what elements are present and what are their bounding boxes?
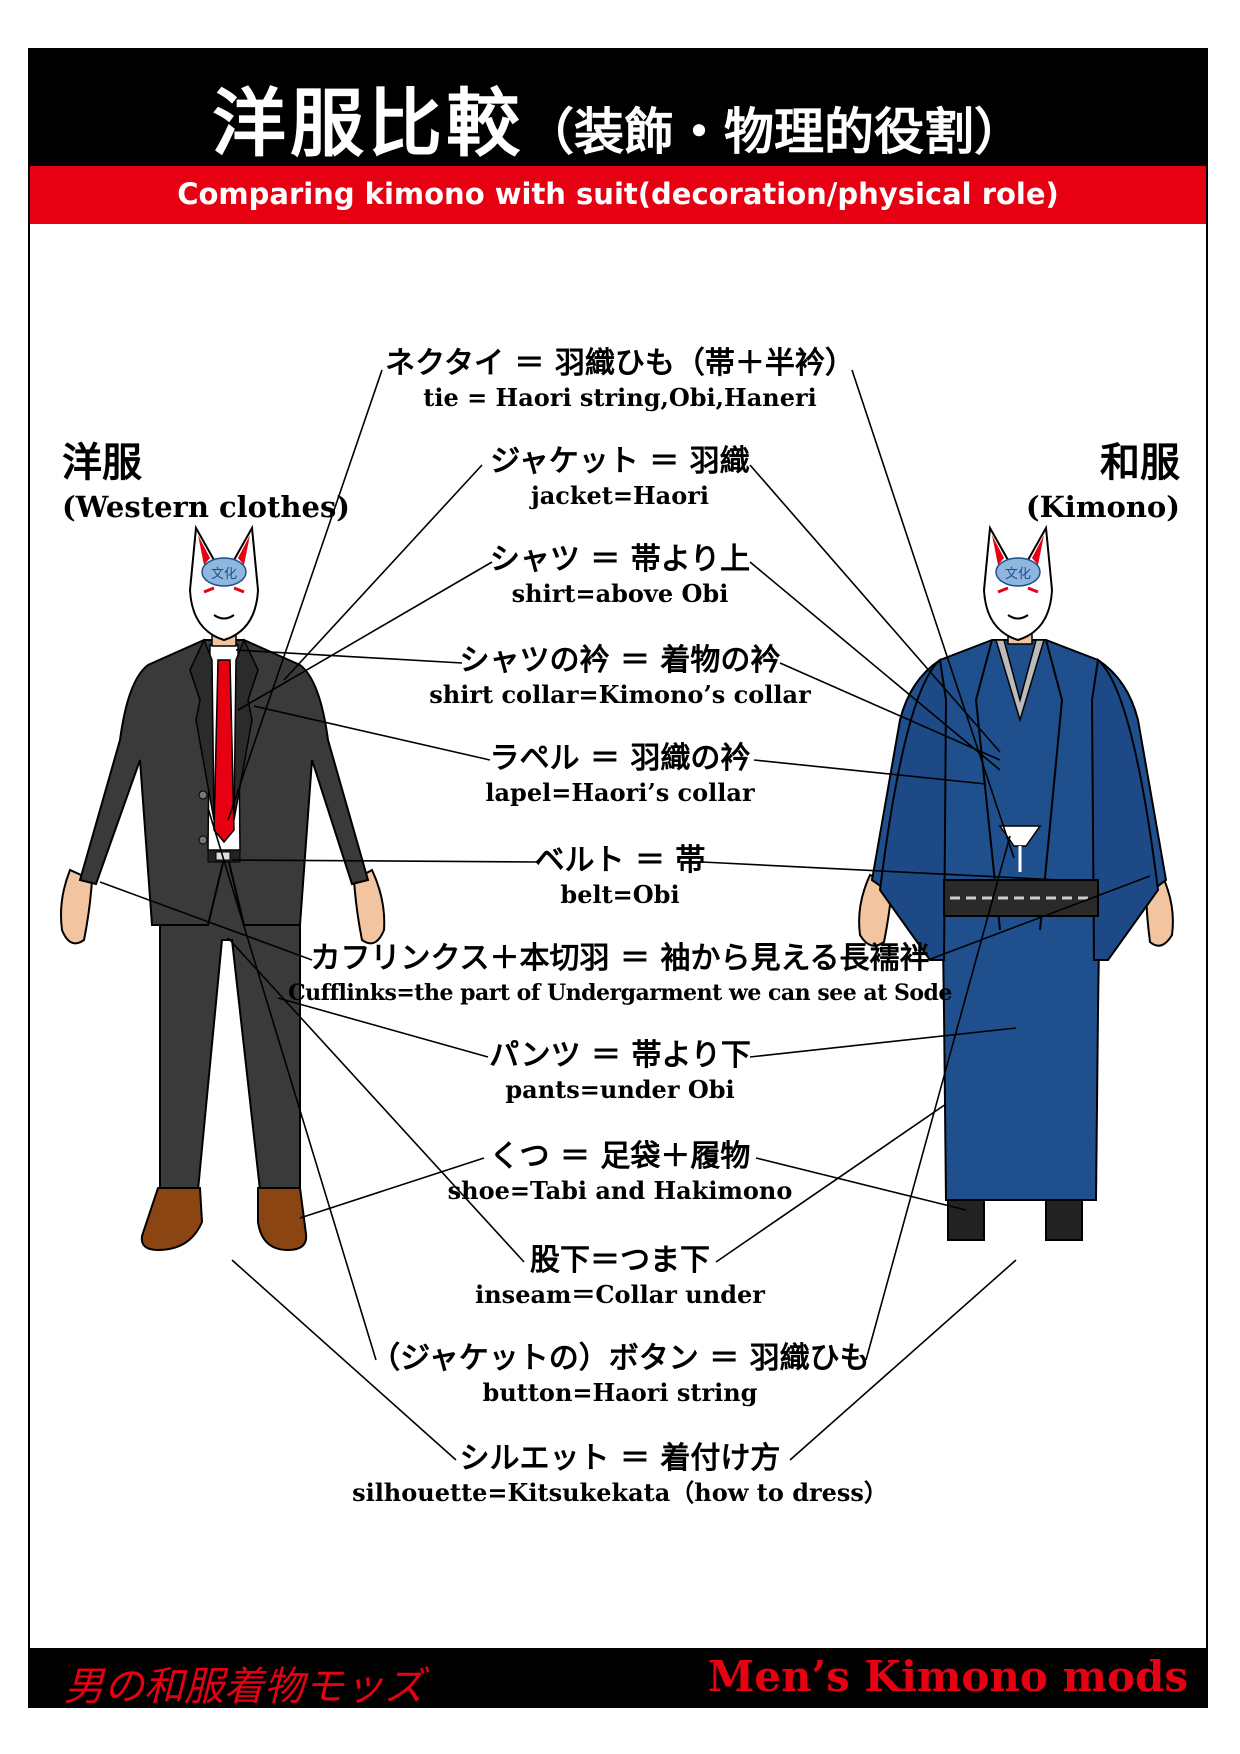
pair-silhouette-jp: シルエット ＝ 着付け方 <box>459 1441 781 1476</box>
pair-shirt-collar: シャツの衿 ＝ 着物の衿 shirt collar=Kimono’s colla… <box>0 642 1240 710</box>
pair-shirt-collar-en: shirt collar=Kimono’s collar <box>429 680 811 709</box>
page-title: 洋服比較（装飾・物理的役割） <box>30 64 1206 171</box>
connector-inseam-right <box>715 1103 947 1263</box>
connector-belt-right <box>701 861 1061 881</box>
pair-inseam: 股下＝つま下 inseam＝Collar under <box>0 1242 1240 1310</box>
right-hand <box>352 868 386 945</box>
western-title-jp: 洋服 <box>62 439 142 486</box>
pair-tie-en: tie = Haori string,Obi,Haneri <box>423 383 817 412</box>
haori-sleeve-left <box>878 658 948 961</box>
title-sub: （装飾・物理的役割） <box>524 102 1024 161</box>
haori-sleeve-right <box>1090 658 1160 961</box>
connector-shirt-right <box>749 561 1001 771</box>
jacket-button-1 <box>198 790 208 800</box>
pair-silhouette-en: silhouette=Kitsukekata（how to dress） <box>352 1478 888 1507</box>
mask-text-right: 文化 <box>1005 567 1031 582</box>
western-title-en: (Western clothes) <box>62 490 351 524</box>
pair-shirt-collar-jp: シャツの衿 ＝ 着物の衿 <box>459 643 781 678</box>
pair-cufflinks-jp: カフリンクス＋本切羽 ＝ 袖から見える長襦袢 <box>310 941 930 976</box>
pair-jacket-en: jacket=Haori <box>531 481 709 510</box>
pair-belt: ベルト ＝ 帯 belt=Obi <box>0 842 1240 910</box>
connector-lapel-left <box>253 705 491 761</box>
connector-lines <box>99 369 1151 1461</box>
connector-jacket-right <box>749 464 1001 753</box>
left-shoe <box>140 1187 204 1252</box>
connector-pants-left <box>277 997 489 1058</box>
connector-tie-left <box>227 369 383 821</box>
pair-lapel-jp: ラペル ＝ 羽織の衿 <box>489 741 751 776</box>
pair-shoe-en: shoe=Tabi and Hakimono <box>447 1176 793 1205</box>
subtitle: Comparing kimono with suit(decoration/ph… <box>177 177 1059 211</box>
pair-lapel-en: lapel=Haori’s collar <box>485 778 755 807</box>
suit-lapel-left <box>189 638 215 821</box>
pair-shoe-jp: くつ ＝ 足袋＋履物 <box>489 1139 751 1174</box>
pair-pants-jp: パンツ ＝ 帯より下 <box>489 1038 751 1073</box>
pair-inseam-jp: 股下＝つま下 <box>530 1243 710 1278</box>
pair-button: （ジャケットの）ボタン ＝ 羽織ひも button=Haori string <box>0 1340 1240 1408</box>
haori-collar <box>974 639 1064 931</box>
pair-belt-jp: ベルト ＝ 帯 <box>534 843 706 878</box>
connector-shoe-right <box>755 1157 967 1211</box>
western-clothes-heading: 洋服 (Western clothes) <box>62 430 350 524</box>
pair-tie-jp: ネクタイ ＝ 羽織ひも（帯＋半衿） <box>385 346 855 381</box>
pair-silhouette: シルエット ＝ 着付け方 silhouette=Kitsukekata（how … <box>0 1440 1240 1508</box>
pair-tie: ネクタイ ＝ 羽織ひも（帯＋半衿） tie = Haori string,Obi… <box>0 345 1240 413</box>
pair-shirt: シャツ ＝ 帯より上 shirt=above Obi <box>0 541 1240 609</box>
pair-shoe: くつ ＝ 足袋＋履物 shoe=Tabi and Hakimono <box>0 1138 1240 1206</box>
connector-belt-left <box>231 859 541 863</box>
connector-tie-right <box>851 369 1015 859</box>
connector-button-right <box>865 835 1011 1361</box>
pair-button-en: button=Haori string <box>482 1378 758 1407</box>
kimono-title-jp: 和服 <box>1100 439 1180 486</box>
pair-lapel: ラペル ＝ 羽織の衿 lapel=Haori’s collar <box>0 740 1240 808</box>
connector-inseam-left <box>227 937 525 1263</box>
pair-shirt-en: shirt=above Obi <box>511 579 729 608</box>
fox-mask-left: 文化 <box>188 524 260 642</box>
footer-bar: 男の和服着物モッズ Men’s Kimono mods <box>30 1648 1206 1710</box>
title-main: 洋服比較 <box>212 81 524 167</box>
subtitle-bar: Comparing kimono with suit(decoration/ph… <box>30 166 1206 224</box>
pair-shirt-jp: シャツ ＝ 帯より上 <box>489 542 751 577</box>
connector-collar-right <box>779 662 1001 761</box>
pair-pants: パンツ ＝ 帯より下 pants=under Obi <box>0 1037 1240 1105</box>
pair-jacket: ジャケット ＝ 羽織 jacket=Haori <box>0 443 1240 511</box>
title-bar: 洋服比較（装飾・物理的役割） <box>30 50 1206 167</box>
connector-button-left <box>207 807 377 1361</box>
pair-pants-en: pants=under Obi <box>505 1075 735 1104</box>
kimono-collar <box>994 639 1046 723</box>
kimono-title-en: (Kimono) <box>1025 490 1180 524</box>
fox-mask-right: 文化 <box>982 524 1054 642</box>
right-shoe <box>257 1187 308 1252</box>
pair-cufflinks: カフリンクス＋本切羽 ＝ 袖から見える長襦袢 Cufflinks=the par… <box>0 940 1240 1008</box>
suit-figure: 文化 <box>60 524 386 1252</box>
connector-pants-right <box>749 1027 1017 1058</box>
footer-brand-jp: 男の和服着物モッズ <box>64 1664 424 1710</box>
connector-silhouette-right <box>789 1259 1017 1461</box>
connector-silhouette-left <box>231 1259 457 1461</box>
connector-jacket-left <box>283 464 483 681</box>
connector-shirt-left <box>237 561 493 711</box>
kimono-heading: 和服 (Kimono) <box>1026 430 1180 524</box>
suit-tie <box>213 659 235 844</box>
connector-cuff-left <box>99 881 313 961</box>
left-hand <box>60 868 94 945</box>
pair-jacket-jp: ジャケット ＝ 羽織 <box>490 444 750 479</box>
footer-brand-en: Men’s Kimono mods <box>707 1652 1188 1701</box>
pair-inseam-en: inseam＝Collar under <box>475 1280 765 1309</box>
connector-shoe-left <box>299 1157 485 1219</box>
pair-belt-en: belt=Obi <box>560 880 680 909</box>
connector-collar-left <box>235 649 463 664</box>
suit-lapel-right <box>233 638 259 821</box>
connector-lapel-right <box>753 759 987 785</box>
pair-button-jp: （ジャケットの）ボタン ＝ 羽織ひも <box>370 1341 870 1376</box>
jacket-button-2 <box>198 835 208 845</box>
mask-text-left: 文化 <box>211 567 237 582</box>
pair-cufflinks-en: Cufflinks=the part of Undergarment we ca… <box>288 980 952 1006</box>
connector-cuff-right <box>927 875 1151 961</box>
